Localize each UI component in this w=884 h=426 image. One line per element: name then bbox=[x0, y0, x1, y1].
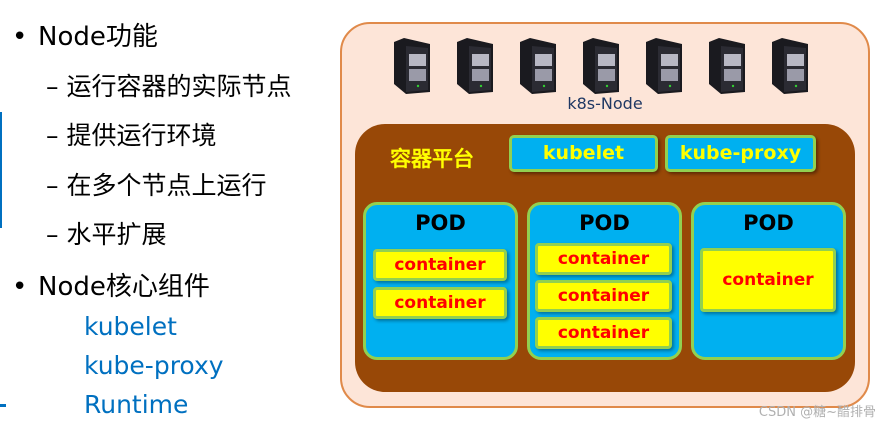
node-label: k8s-Node bbox=[567, 94, 643, 113]
component-item: kube-proxy bbox=[84, 351, 224, 380]
pod-title: POD bbox=[743, 211, 794, 235]
container-box: container bbox=[535, 317, 672, 349]
function-item: – 提供运行环境 bbox=[46, 121, 217, 150]
pod-title: POD bbox=[415, 211, 466, 235]
container-box: container bbox=[373, 287, 507, 319]
bullet-node-functions: •Node功能 bbox=[12, 22, 158, 52]
pod-title: POD bbox=[579, 211, 630, 235]
function-item: – 在多个节点上运行 bbox=[46, 171, 267, 200]
function-item: – 运行容器的实际节点 bbox=[46, 72, 292, 101]
watermark: CSDN @糖~醋排骨 bbox=[758, 405, 876, 420]
platform-label: 容器平台 bbox=[390, 147, 474, 171]
server-icon bbox=[707, 38, 745, 94]
pod-3: POD container bbox=[691, 202, 846, 360]
kubelet-box: kubelet bbox=[509, 135, 658, 172]
component-item: Runtime bbox=[84, 390, 189, 419]
left-accent-line bbox=[0, 112, 2, 228]
function-item: – 水平扩展 bbox=[46, 220, 167, 249]
pod-2: POD container container container bbox=[527, 202, 682, 360]
container-box: container bbox=[700, 248, 836, 312]
server-icon bbox=[392, 38, 430, 94]
container-box: container bbox=[535, 280, 672, 312]
server-icon bbox=[581, 38, 619, 94]
container-box: container bbox=[535, 243, 672, 275]
bottom-accent-mark bbox=[0, 404, 6, 407]
container-box: container bbox=[373, 249, 507, 281]
server-icon bbox=[518, 38, 556, 94]
bullet-node-components: •Node核心组件 bbox=[12, 272, 210, 302]
component-item: kubelet bbox=[84, 312, 177, 341]
server-icon bbox=[644, 38, 682, 94]
server-icon bbox=[770, 38, 808, 94]
kube-proxy-box: kube-proxy bbox=[665, 135, 816, 172]
pod-1: POD container container bbox=[363, 202, 518, 360]
server-icon bbox=[455, 38, 493, 94]
